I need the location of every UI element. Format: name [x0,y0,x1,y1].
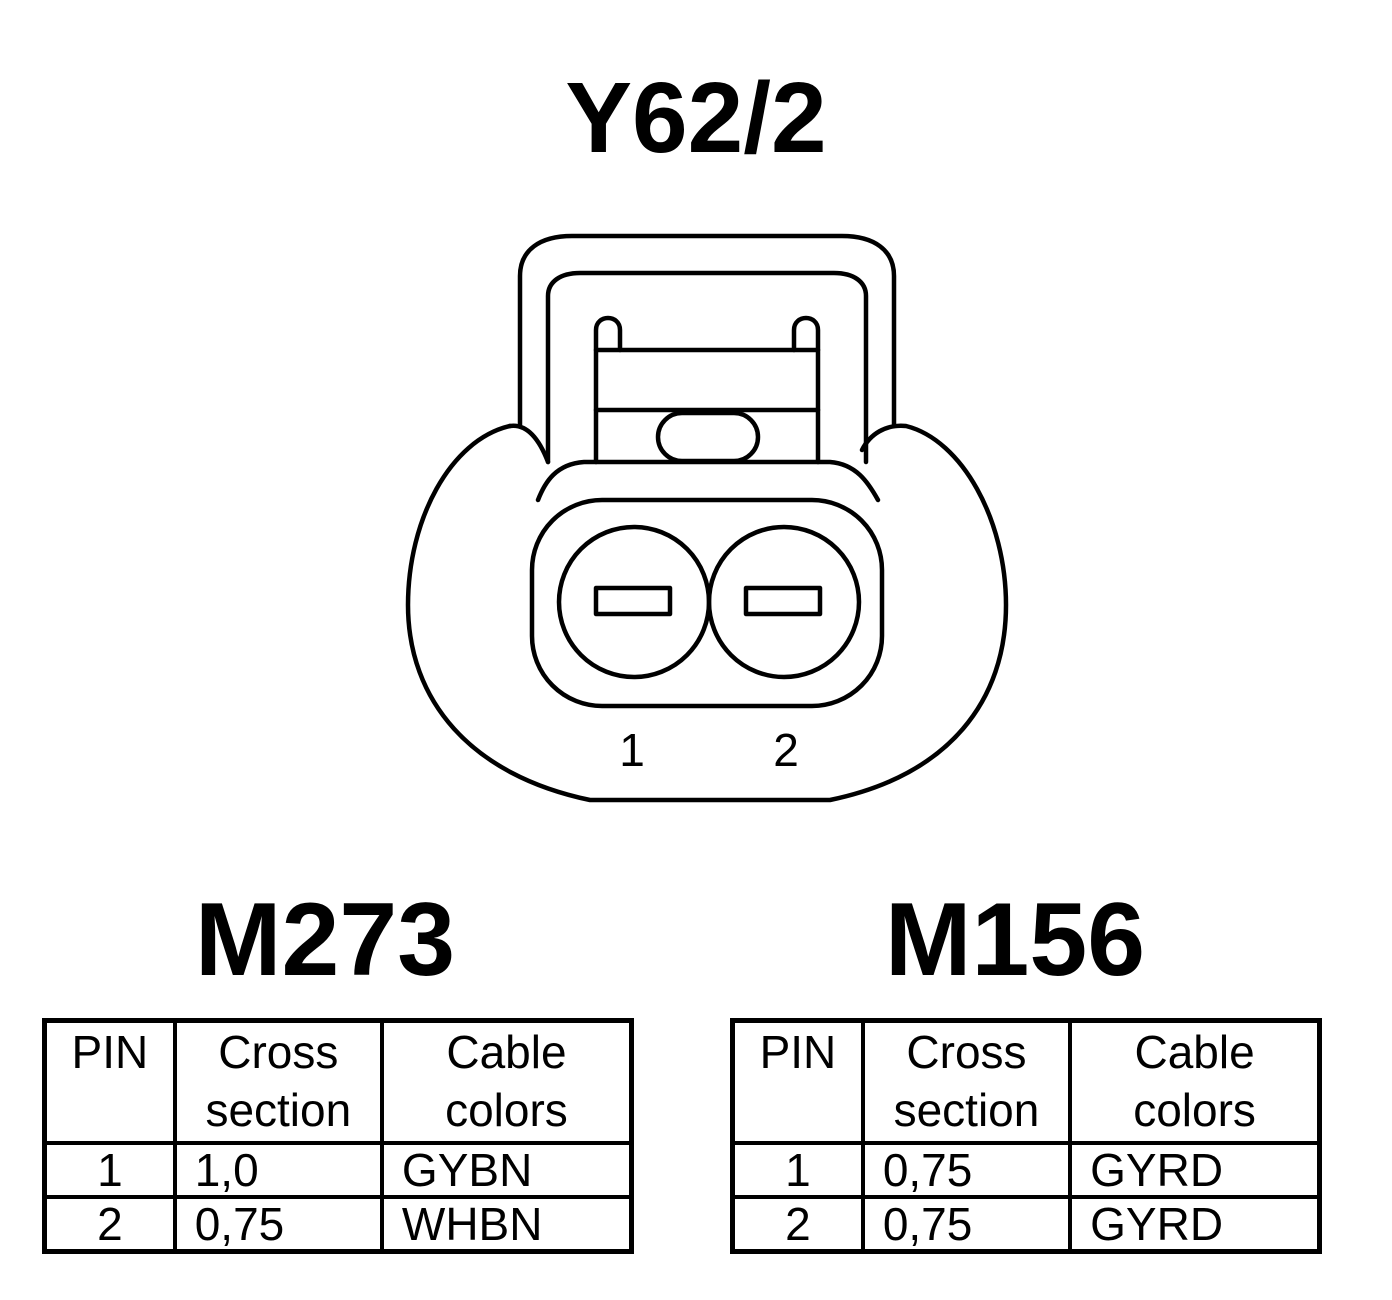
latch-frame-inner [545,270,869,465]
header-cable-colors: Cable colors [379,1018,634,1145]
table-row: 1 0,75 GYRD [730,1141,1322,1199]
cell-cross-section: 1,0 [172,1141,384,1199]
cell-cable-color: GYRD [1068,1141,1322,1199]
cell-cable-color: GYBN [379,1141,634,1199]
latch-frame-outer [517,233,897,429]
connector-housing [405,423,1009,803]
header-cable-colors: Cable colors [1068,1018,1322,1145]
socket-housing [529,497,885,709]
table-row: 1 1,0 GYBN [42,1141,634,1199]
lock-tab [655,410,761,464]
cell-cable-color: GYRD [1068,1195,1322,1254]
table-header-row: PIN Cross section Cable colors [42,1018,634,1145]
cell-cross-section: 0,75 [860,1141,1073,1199]
pin-contact-2 [743,585,823,617]
header-cable-colors-text: Cable colors [1133,1026,1256,1136]
header-cable-colors-text: Cable colors [445,1026,568,1136]
pin-cavity-1 [556,524,712,680]
cell-pin: 1 [42,1141,177,1199]
cell-cable-color: WHBN [379,1195,634,1254]
header-cross-section: Cross section [860,1018,1073,1145]
header-pin: PIN [730,1018,865,1145]
table-row: 2 0,75 GYRD [730,1195,1322,1254]
cell-pin: 2 [42,1195,177,1254]
header-cross-section-text: Cross section [205,1026,352,1136]
cell-cross-section: 0,75 [172,1195,384,1254]
engine-title-m156: M156 [884,882,1146,998]
pin-label-2: 2 [773,724,799,776]
cell-pin: 1 [730,1141,865,1199]
connector-diagram: 1 2 [405,233,1009,803]
pin-label-1: 1 [619,724,645,776]
header-cross-section-text: Cross section [893,1026,1040,1136]
pin-contact-1 [593,585,673,617]
header-pin: PIN [42,1018,177,1145]
pin-table-m156: PIN Cross section Cable colors 1 0,75 GY… [730,1018,1322,1254]
engine-title-m273: M273 [194,882,456,998]
cell-pin: 2 [730,1195,865,1254]
table-header-row: PIN Cross section Cable colors [730,1018,1322,1145]
connector-title: Y62/2 [565,62,827,174]
pin-cavity-2 [706,524,862,680]
cell-cross-section: 0,75 [860,1195,1073,1254]
pin-table-m273: PIN Cross section Cable colors 1 1,0 GYB… [42,1018,634,1254]
table-row: 2 0,75 WHBN [42,1195,634,1254]
header-cross-section: Cross section [172,1018,384,1145]
